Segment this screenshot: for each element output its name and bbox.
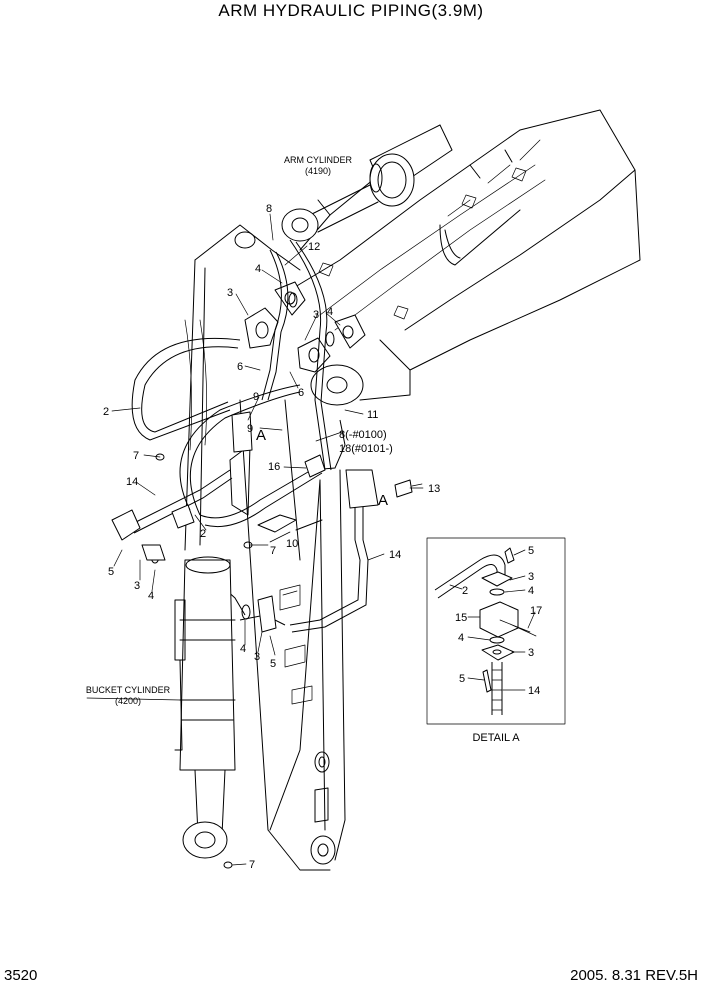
arm-cylinder — [281, 124, 453, 242]
callout-5: 5 — [270, 658, 276, 670]
bucket-cylinder — [174, 556, 236, 859]
callout-4: 4 — [148, 590, 154, 602]
callout-8: 8 — [266, 203, 272, 215]
callout-3: 3 — [313, 309, 319, 321]
small-fittings — [141, 411, 423, 869]
detail-callout-4: 4 — [528, 585, 534, 597]
callout-6: 6 — [298, 387, 304, 399]
callout-9: 9 — [247, 423, 253, 435]
callout-3: 3 — [227, 287, 233, 299]
detail-callout-4: 4 — [458, 632, 464, 644]
detail-a-box — [426, 537, 566, 725]
callout-3: 3 — [254, 651, 260, 663]
detail-callout-17: 17 — [530, 605, 542, 617]
detail-callout-14: 14 — [528, 685, 540, 697]
callout-14: 14 — [126, 476, 138, 488]
detail-callout-3: 3 — [528, 647, 534, 659]
callout-3: 3 — [134, 580, 140, 592]
detail-callout-2: 2 — [462, 585, 468, 597]
detail-callout-5: 5 — [528, 545, 534, 557]
arm-cylinder-label: ARM CYLINDER — [284, 155, 353, 165]
callout-6: 6 — [237, 361, 243, 373]
callout-4: 4 — [327, 306, 333, 318]
detail-callout-15: 15 — [455, 612, 467, 624]
callout-13: 13 — [428, 483, 440, 495]
detail-callout-5: 5 — [459, 673, 465, 685]
callout-12: 12 — [308, 241, 320, 253]
callout-9: 9 — [253, 391, 259, 403]
callout-4: 4 — [240, 643, 246, 655]
callout-7: 7 — [270, 545, 276, 557]
page-title: ARM HYDRAULIC PIPING(3.9M) — [218, 1, 483, 20]
leader-lines — [86, 213, 536, 866]
view-a-marker-1: A — [256, 427, 266, 444]
bucket-cylinder-label: BUCKET CYLINDER — [86, 685, 171, 695]
boom-structure — [289, 109, 641, 406]
callout-numbers: 8 12 4 3 3 4 6 6 9 9 2 11 7 16 14 13 7 1… — [103, 203, 440, 871]
callout-5: 5 — [108, 566, 114, 578]
callout-2: 2 — [103, 406, 109, 418]
bucket-cylinder-code: (4200) — [115, 696, 141, 706]
detail-a-callouts: 5 3 4 2 15 17 4 3 5 14 — [455, 545, 542, 697]
part-8-range: 8(-#0100) — [339, 429, 387, 441]
part-18-range: 18(#0101-) — [339, 443, 393, 455]
callout-7: 7 — [133, 450, 139, 462]
view-a-marker-2: A — [378, 492, 388, 509]
upper-fittings — [150, 281, 366, 620]
callout-11: 11 — [367, 409, 378, 421]
callout-2: 2 — [200, 528, 206, 540]
detail-a-label: DETAIL A — [472, 732, 520, 744]
revision-date: 2005. 8.31 REV.5H — [570, 967, 698, 984]
callout-14: 14 — [389, 549, 401, 561]
callout-16: 16 — [268, 461, 280, 473]
detail-callout-3: 3 — [528, 571, 534, 583]
callout-10: 10 — [286, 538, 298, 550]
arm-cylinder-code: (4190) — [305, 166, 331, 176]
callout-7: 7 — [249, 859, 255, 871]
page-number: 3520 — [4, 967, 37, 984]
callout-4: 4 — [255, 263, 261, 275]
